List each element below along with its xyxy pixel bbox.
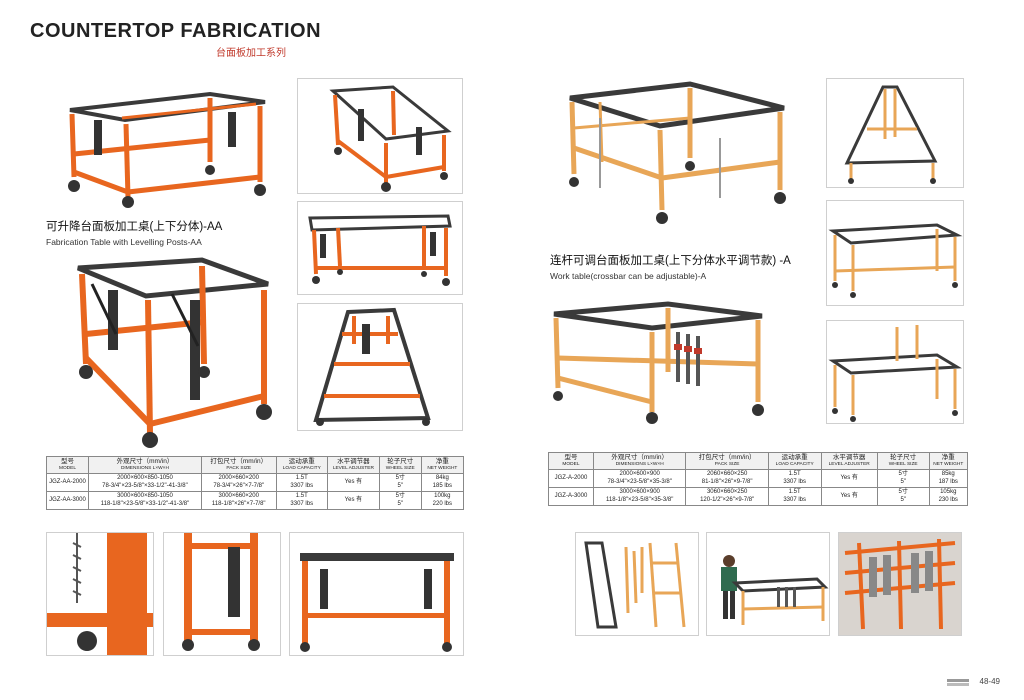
detail-photo-full-table	[289, 532, 464, 656]
page-title: COUNTERTOP FABRICATION	[30, 20, 322, 42]
page-number: 48-49	[979, 677, 1000, 686]
left-heading-en: Fabrication Table with Levelling Posts-A…	[46, 237, 202, 247]
wood-photo-angle-2	[826, 200, 964, 306]
right-heading-block: 连杆可调台面板加工桌(上下分体水平调节款) -A Work table(cros…	[550, 252, 820, 281]
cell-level: Yes 有	[327, 491, 380, 511]
left-heading-cn: 可升降台面板加工桌(上下分体)-AA	[46, 221, 223, 233]
cell-level: Yes 有	[820, 469, 878, 489]
cell-level: Yes 有	[327, 473, 380, 493]
wood-photo-angle-1	[826, 78, 964, 188]
page-subtitle: 台面板加工系列	[216, 48, 286, 59]
photo-parts-kit	[575, 532, 699, 636]
cell-level: Yes 有	[820, 487, 878, 507]
cell-model: JGZ-A-3000	[548, 487, 594, 507]
wood-photo-angle-3	[826, 320, 964, 424]
header-dimensions: 外观尺寸（mm/in）DIMENSIONS L×W×H	[592, 451, 687, 471]
table-photo-angle-1	[297, 78, 463, 194]
header-dimensions: 外观尺寸（mm/in）DIMENSIONS L×W×H	[87, 455, 202, 475]
table-photo-main-bottom	[72, 254, 272, 450]
table-photo-main-top	[60, 82, 270, 210]
right-heading-en: Work table(crossbar can be adjustable)-A	[550, 271, 707, 281]
header-pack-size: 打包尺寸（mm/in）PACK SIZE	[685, 451, 769, 471]
wood-photo-main-top	[560, 78, 790, 228]
cell-model: JGZ-A-2000	[548, 469, 594, 489]
table-photo-angle-3	[297, 303, 463, 431]
cell-model: JGZ-AA-2000	[46, 473, 89, 493]
detail-photo-chain	[46, 532, 154, 656]
photo-worker-with-table	[706, 532, 830, 636]
wood-photo-main-bottom	[548, 292, 768, 424]
page-meta-text	[947, 679, 969, 686]
detail-photo-jack	[163, 532, 281, 656]
left-heading-block: 可升降台面板加工桌(上下分体)-AA Fabrication Table wit…	[46, 218, 286, 247]
photo-warehouse-stack	[838, 532, 962, 636]
right-heading-cn: 连杆可调台面板加工桌(上下分体水平调节款) -A	[550, 255, 791, 267]
cell-model: JGZ-AA-3000	[46, 491, 89, 511]
table-photo-angle-2	[297, 201, 463, 295]
header-pack-size: 打包尺寸（mm/in）PACK SIZE	[200, 455, 277, 475]
